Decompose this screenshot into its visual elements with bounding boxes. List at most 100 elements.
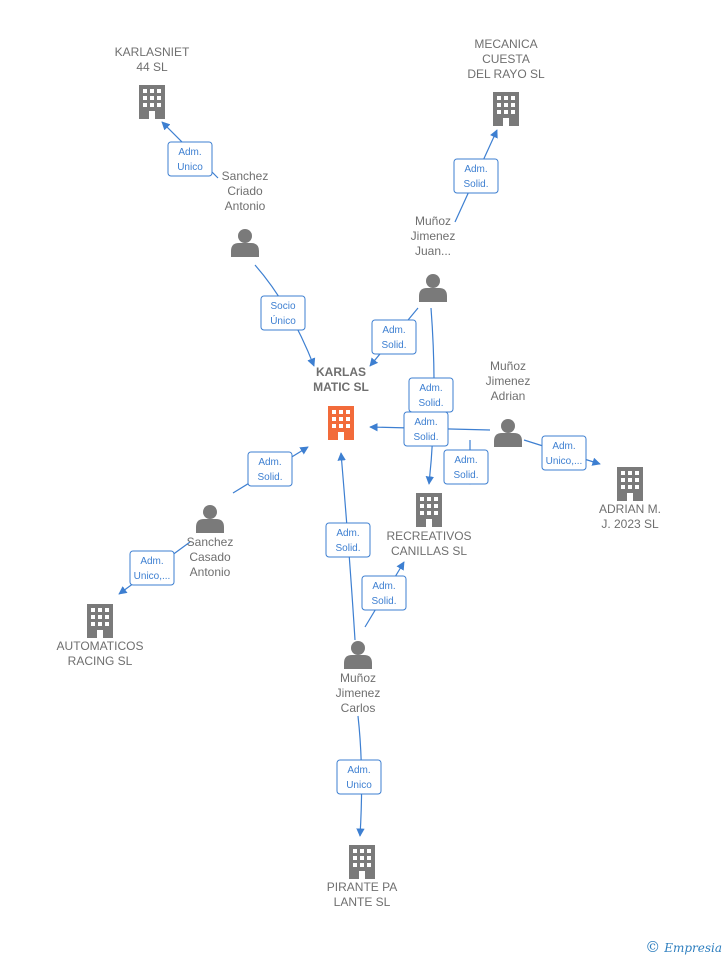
relation-edge-munoz_adrian-to-recreativos[interactable]: Adm.Solid. bbox=[443, 440, 489, 485]
edge-label-text: Unico bbox=[177, 162, 203, 173]
relation-edge-munoz_juan-to-karlas[interactable]: Adm. Solid. bbox=[369, 307, 419, 367]
edge-label-text: Socio bbox=[270, 301, 295, 312]
relation-edge-munoz_juan-to-recreativos[interactable]: Adm. Solid. bbox=[408, 307, 454, 485]
edge-label-text: Adm. bbox=[414, 417, 437, 428]
building-icon bbox=[617, 467, 643, 501]
node-label: Carlos bbox=[341, 701, 376, 715]
edge-label-box bbox=[336, 759, 382, 795]
edge-label-box bbox=[371, 319, 417, 355]
building-icon bbox=[328, 406, 354, 440]
node-label: LANTE SL bbox=[334, 895, 391, 909]
relation-edge-munoz_carlos-to-pirante[interactable]: Adm.Unico bbox=[336, 715, 382, 837]
node-label: ADRIAN M. bbox=[599, 502, 661, 516]
node-label: Sanchez bbox=[187, 535, 234, 549]
edge-label-text: Adm. bbox=[336, 528, 359, 539]
node-adrian-m[interactable]: ADRIAN M.J. 2023 SL bbox=[599, 467, 661, 531]
brand-name: Empresia bbox=[664, 941, 722, 955]
node-label: RECREATIVOS bbox=[386, 529, 471, 543]
edge-label-text: Adm. bbox=[552, 441, 575, 452]
node-label: KARLAS bbox=[316, 365, 366, 379]
building-icon bbox=[139, 85, 165, 119]
node-label: RACING SL bbox=[68, 654, 133, 668]
node-label: Muñoz bbox=[490, 359, 526, 373]
node-label: Jimenez bbox=[486, 374, 531, 388]
node-label: 44 SL bbox=[136, 60, 168, 74]
relation-edge-munoz_carlos-to-karlas[interactable]: Adm. Solid. bbox=[325, 452, 371, 641]
node-label: CANILLAS SL bbox=[391, 544, 467, 558]
person-icon bbox=[494, 419, 522, 447]
building-icon bbox=[87, 604, 113, 638]
relation-edge-sanchez_casado-to-karlas[interactable]: Adm.Solid. bbox=[232, 446, 309, 494]
edge-label-text: Adm. bbox=[372, 581, 395, 592]
relation-edge-munoz_juan-to-mecanica[interactable]: Adm. Solid. bbox=[453, 129, 499, 223]
node-munoz-juan[interactable]: MuñozJimenezJuan... bbox=[411, 214, 456, 302]
node-label: J. 2023 SL bbox=[601, 517, 659, 531]
edge-label-box bbox=[325, 522, 371, 558]
edge-label-text: Adm. bbox=[258, 457, 281, 468]
copyright-icon: © bbox=[645, 938, 661, 956]
relation-edge-sanchez_criado-to-karlasniet[interactable]: Adm. Unico bbox=[161, 121, 219, 179]
node-label: Adrian bbox=[491, 389, 526, 403]
edge-label-text: Solid. bbox=[371, 596, 396, 607]
edge-label-text: Adm. bbox=[382, 325, 405, 336]
relation-edge-munoz_adrian-to-karlas[interactable]: Adm. Solid. bbox=[369, 411, 491, 447]
edge-label-text: Adm. bbox=[178, 147, 201, 158]
edge-label-box bbox=[260, 295, 306, 331]
edge-label-text: Adm. bbox=[140, 556, 163, 567]
edge-label-text: Unico,... bbox=[134, 571, 171, 582]
edge-label-text: Solid. bbox=[453, 470, 478, 481]
building-icon bbox=[493, 92, 519, 126]
node-label: AUTOMATICOS bbox=[57, 639, 144, 653]
building-icon bbox=[416, 493, 442, 527]
edge-label-text: Solid. bbox=[335, 543, 360, 554]
relation-edge-munoz_carlos-to-recreativos[interactable]: Adm. Solid. bbox=[361, 561, 407, 628]
edge-label-box bbox=[361, 575, 407, 611]
edge-label-text: Solid. bbox=[381, 340, 406, 351]
node-label: Antonio bbox=[225, 199, 266, 213]
person-icon bbox=[231, 229, 259, 257]
node-label: Muñoz bbox=[340, 671, 376, 685]
edge-label-box bbox=[443, 449, 489, 485]
edge-label-text: Solid. bbox=[418, 398, 443, 409]
node-label: Casado bbox=[189, 550, 231, 564]
brand-logo: ©Empresia bbox=[645, 938, 722, 956]
edge-label-text: Adm. bbox=[347, 765, 370, 776]
relation-edge-sanchez_casado-to-automaticos[interactable]: Adm. Unico,... bbox=[118, 541, 191, 595]
building-icon bbox=[349, 845, 375, 879]
edge-label-box bbox=[167, 141, 213, 177]
edge-label-box bbox=[129, 550, 175, 586]
edge-label-text: Solid. bbox=[463, 179, 488, 190]
edge-label-text: Adm. bbox=[464, 164, 487, 175]
edge-label-text: Unico,... bbox=[546, 456, 583, 467]
relation-edge-munoz_adrian-to-adrian_m[interactable]: Adm. Unico,... bbox=[523, 435, 601, 471]
node-label: CUESTA bbox=[482, 52, 530, 66]
person-icon bbox=[344, 641, 372, 669]
edge-label-text: Solid. bbox=[413, 432, 438, 443]
node-label: KARLASNIET bbox=[115, 45, 190, 59]
node-label: Jimenez bbox=[336, 686, 381, 700]
node-label: Criado bbox=[227, 184, 263, 198]
edge-label-box bbox=[403, 411, 449, 447]
node-label: MATIC SL bbox=[313, 380, 369, 394]
edge-label-box bbox=[247, 451, 293, 487]
person-icon bbox=[196, 505, 224, 533]
node-label: PIRANTE PA bbox=[327, 880, 397, 894]
edge-label-text: Adm. bbox=[419, 383, 442, 394]
person-icon bbox=[419, 274, 447, 302]
edge-label-box bbox=[453, 158, 499, 194]
node-label: MECANICA bbox=[474, 37, 537, 51]
node-label: Sanchez bbox=[222, 169, 269, 183]
node-label: Juan... bbox=[415, 244, 451, 258]
node-label: DEL RAYO SL bbox=[467, 67, 545, 81]
